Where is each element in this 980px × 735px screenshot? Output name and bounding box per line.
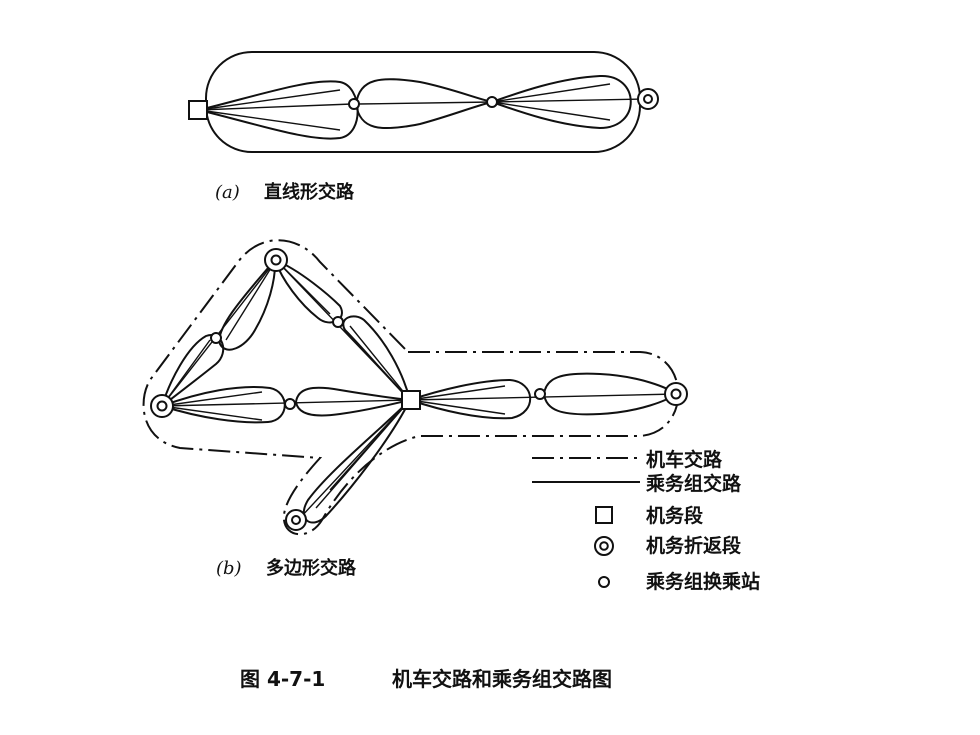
- diagram-b-crew-change-icon-4: [534, 388, 546, 400]
- legend-turnaround-depot-label: 机务折返段: [646, 534, 742, 557]
- legend-locomotive-route-label: 机车交路: [646, 448, 723, 471]
- diagram-a-crew-loop-3: [489, 74, 632, 130]
- diagram-b-crew-loop-top-left: [218, 257, 277, 351]
- legend-depot-icon: [595, 506, 613, 524]
- diagram-a-crew-change-icon-2: [486, 96, 498, 108]
- legend-depot-label: 机务段: [646, 504, 704, 527]
- diagram-a-crew-change-icon-1: [348, 98, 360, 110]
- diagram-b-caption-prefix: (b): [216, 558, 242, 579]
- legend-crew-change-station-label: 乘务组换乘站: [645, 570, 760, 593]
- diagram-a-locomotive-loop: [205, 51, 641, 153]
- diagram-b-crew-change-icon-1: [210, 332, 222, 344]
- diagram-a-caption: 直线形交路: [264, 181, 355, 203]
- diagram-b-locomotive-loop: [142, 239, 680, 536]
- diagram-b-crew-change-icon-3: [284, 398, 296, 410]
- diagram-a-crew-loop-1: [198, 80, 359, 140]
- legend-crew-route-label: 乘务组交路: [645, 472, 742, 495]
- diagram-b: [142, 239, 688, 536]
- figure-number: 图 4-7-1: [240, 667, 325, 691]
- diagram-b-turnaround-icon-left: [150, 394, 174, 418]
- diagram-b-spokes: [161, 259, 677, 519]
- diagram-b-crew-loop-down: [302, 399, 411, 524]
- diagram-b-turnaround-icon-right: [664, 382, 688, 406]
- diagram-a-spokes: [198, 83, 647, 131]
- diagram-a-depot-icon: [188, 100, 208, 120]
- diagram-b-depot-icon: [401, 390, 421, 410]
- diagram-a: [188, 51, 659, 153]
- diagram-b-turnaround-icon-top: [264, 248, 288, 272]
- legend-turnaround-depot-icon: [594, 536, 614, 556]
- diagram-b-caption: 多边形交路: [266, 557, 357, 579]
- legend: 机车交路 乘务组交路 机务段 机务折返段 乘务组换乘站: [532, 448, 760, 593]
- figure-title: 机车交路和乘务组交路图: [392, 667, 612, 691]
- diagram-b-turnaround-icon-bottom: [285, 509, 307, 531]
- diagram-b-crew-change-icon-2: [332, 316, 344, 328]
- legend-crew-change-station-icon: [598, 576, 610, 588]
- diagram-a-turnaround-icon: [637, 88, 659, 110]
- diagram-a-caption-prefix: (a): [215, 182, 240, 203]
